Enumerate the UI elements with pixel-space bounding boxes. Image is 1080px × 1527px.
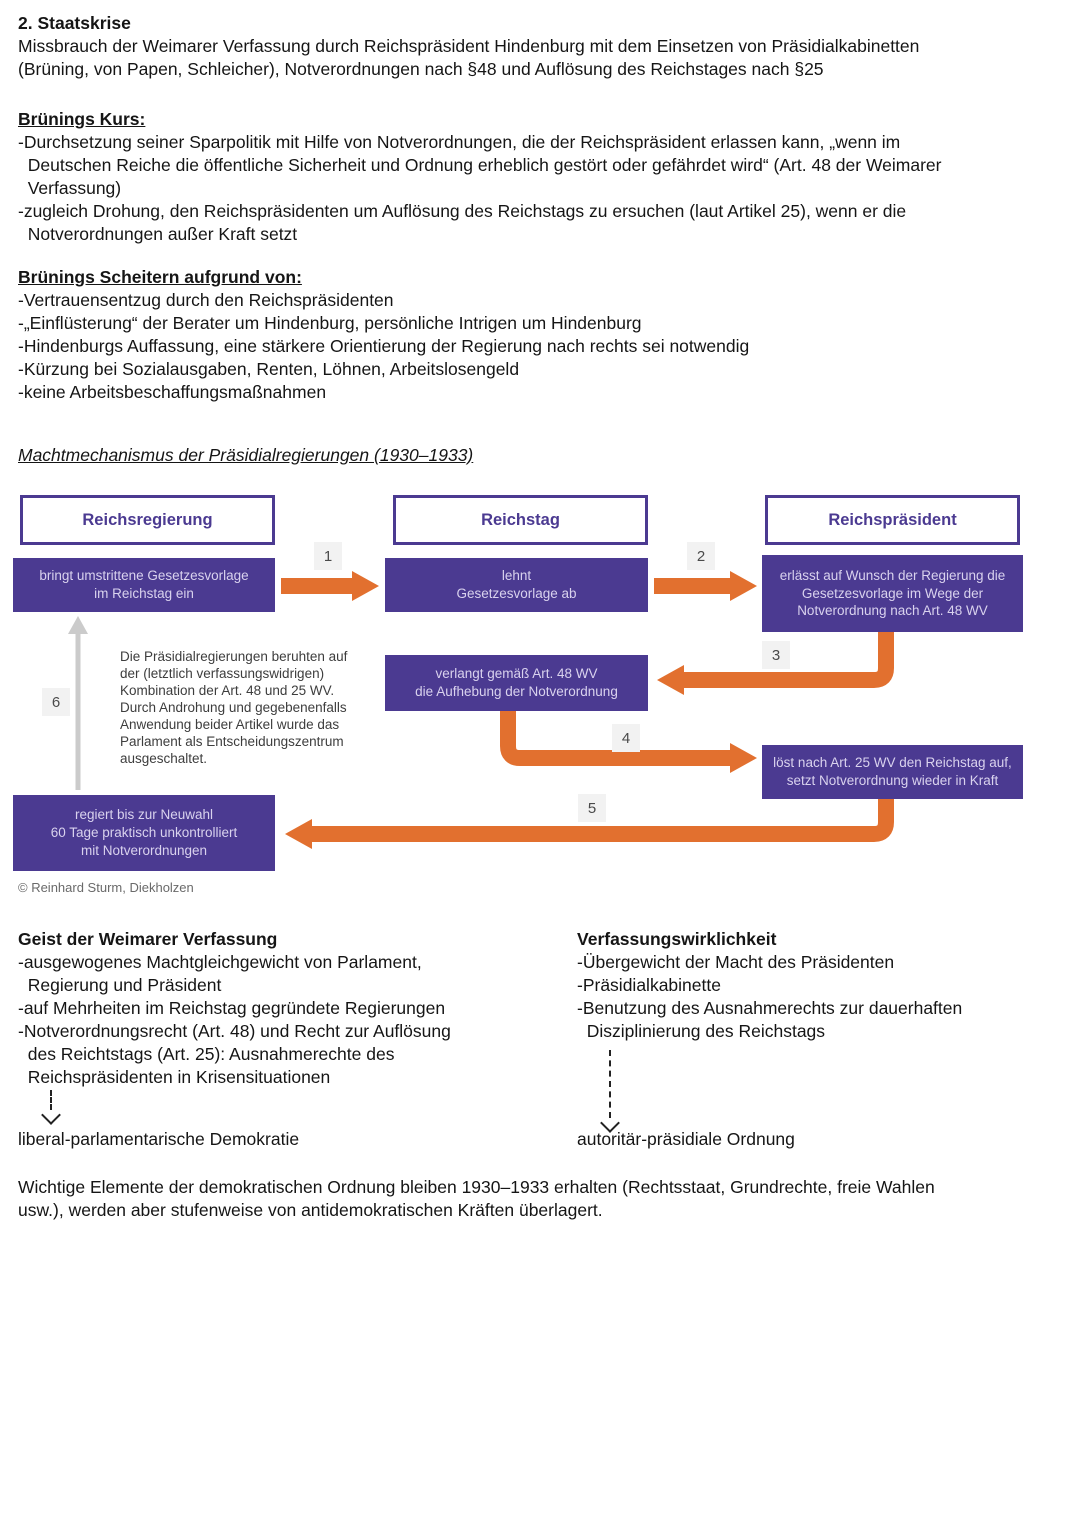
section-bruenings-scheitern: Brünings Scheitern aufgrund von: -Vertra…	[18, 266, 1066, 404]
left-item: -ausgewogenes Machtgleichgewicht von Par…	[18, 952, 422, 995]
right-result: autoritär-präsidiale Ordnung	[577, 1129, 795, 1149]
down-arrow-icon	[41, 1105, 61, 1125]
down-arrow-icon	[609, 1050, 611, 1118]
column-verfassungswirklichkeit: Verfassungswirklichkeit -Übergewicht der…	[577, 928, 1065, 1043]
diagram-note: Die Präsidialregierungen beruhten auf de…	[120, 649, 348, 766]
header-reichspraesident: Reichspräsident	[765, 495, 1020, 545]
diagram-arrows	[68, 571, 894, 849]
section-title: 2. Staatskrise	[18, 13, 131, 33]
step-label-5: 5	[578, 794, 606, 822]
scheitern-item: -Hindenburgs Auffassung, eine stärkere O…	[18, 336, 750, 356]
scheitern-item: -Vertrauensentzug durch den Reichspräsid…	[18, 290, 394, 310]
kurs-heading: Brünings Kurs:	[18, 109, 146, 129]
arrow-step-3	[657, 632, 894, 695]
left-heading: Geist der Weimarer Verfassung	[18, 929, 278, 949]
arrow-step-4	[500, 711, 757, 773]
diagram-credit: © Reinhard Sturm, Diekholzen	[18, 880, 194, 895]
arrow-step-2	[654, 571, 757, 601]
column-geist-verfassung: Geist der Weimarer Verfassung -ausgewoge…	[18, 928, 566, 1089]
scheitern-item: -keine Arbeitsbeschaffungsmaßnahmen	[18, 382, 327, 402]
arrow-step-5	[285, 799, 894, 849]
section-body: Missbrauch der Weimarer Verfassung durch…	[18, 36, 920, 79]
arrow-step-6	[68, 616, 88, 790]
scheitern-heading: Brünings Scheitern aufgrund von:	[18, 267, 302, 287]
power-mechanism-diagram: Reichsregierung Reichstag Reichspräsiden…	[0, 488, 1080, 908]
left-item: -Notverordnungsrecht (Art. 48) und Recht…	[18, 1021, 451, 1087]
header-reichstag: Reichstag	[393, 495, 648, 545]
down-arrow-icon	[50, 1090, 52, 1110]
footer-paragraph: Wichtige Elemente der demokratischen Ord…	[18, 1177, 935, 1220]
left-result: liberal-parlamentarische Demokratie	[18, 1129, 300, 1149]
right-item: -Übergewicht der Macht des Präsidenten	[577, 952, 895, 972]
box-lehnt-ab: lehnt Gesetzesvorlage ab	[385, 558, 648, 612]
box-verlangt-aufhebung: verlangt gemäß Art. 48 WV die Aufhebung …	[385, 655, 648, 711]
step-label-3: 3	[762, 641, 790, 669]
scheitern-item: -Kürzung bei Sozialausgaben, Renten, Löh…	[18, 359, 520, 379]
step-label-6: 6	[42, 688, 70, 716]
diagram-title: Machtmechanismus der Präsidialregierunge…	[18, 445, 474, 465]
left-item: -auf Mehrheiten im Reichstag gegründete …	[18, 998, 446, 1018]
box-erlaesst-notverordnung: erlässt auf Wunsch der Regierung die Ges…	[762, 555, 1023, 632]
step-label-1: 1	[314, 542, 342, 570]
right-item: -Benutzung des Ausnahmerechts zur dauerh…	[577, 998, 963, 1041]
diagram-title-row: Machtmechanismus der Präsidialregierunge…	[18, 444, 1066, 467]
step-label-4: 4	[612, 724, 640, 752]
arrow-step-1	[281, 571, 379, 601]
box-gesetzesvorlage: bringt umstrittene Gesetzesvorlage im Re…	[13, 558, 275, 612]
step-label-2: 2	[687, 542, 715, 570]
right-heading: Verfassungswirklichkeit	[577, 929, 777, 949]
kurs-item: -Durchsetzung seiner Sparpolitik mit Hil…	[18, 132, 942, 198]
header-reichsregierung: Reichsregierung	[20, 495, 275, 545]
box-loest-reichstag-auf: löst nach Art. 25 WV den Reichstag auf, …	[762, 745, 1023, 799]
kurs-item: -zugleich Drohung, den Reichspräsidenten…	[18, 201, 907, 244]
right-item: -Präsidialkabinette	[577, 975, 721, 995]
box-regiert-unkontrolliert: regiert bis zur Neuwahl 60 Tage praktisc…	[13, 795, 275, 871]
section-staatskrise: 2. Staatskrise Missbrauch der Weimarer V…	[18, 12, 1066, 81]
section-bruenings-kurs: Brünings Kurs: -Durchsetzung seiner Spar…	[18, 108, 1066, 246]
scheitern-item: -„Einflüsterung“ der Berater um Hindenbu…	[18, 313, 642, 333]
